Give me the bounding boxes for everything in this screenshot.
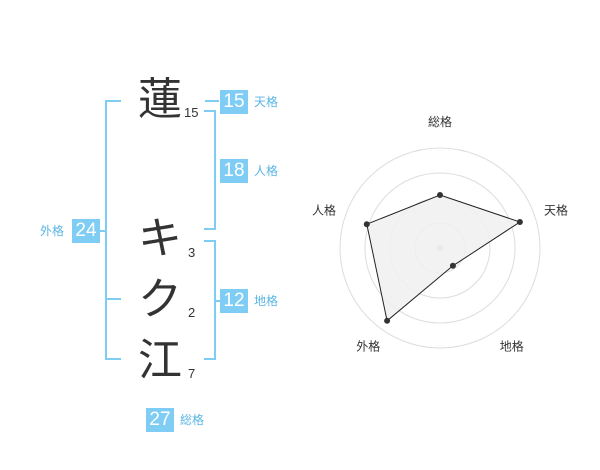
gaikaku-value: 24: [72, 219, 100, 243]
radar-point-2: [516, 219, 523, 226]
chikaku-value: 12: [220, 289, 248, 313]
soukaku-label: 総格: [180, 413, 205, 427]
radar-point-1: [437, 192, 443, 198]
radar-ring-4: [339, 147, 541, 349]
radar-point-4: [384, 317, 391, 324]
tenkaku-label: 天格: [254, 95, 279, 109]
name-char-1: 蓮: [138, 74, 182, 125]
tenkaku-value: 15: [220, 90, 248, 114]
radar-axis-label-3: 地格: [500, 339, 524, 354]
radar-series: [363, 192, 523, 324]
name-char-2: キ: [138, 213, 182, 264]
radar-axis-label-1: 総格: [428, 114, 452, 129]
radar-ring-3: [364, 172, 516, 324]
stroke-count-3: 2: [188, 305, 196, 320]
stroke-count-4: 7: [188, 366, 196, 381]
gaikaku-label: 外格: [40, 224, 65, 238]
radar-area: [366, 194, 522, 322]
radar-axis-label-4: 外格: [356, 339, 380, 354]
radar-axis-label-5: 人格: [312, 202, 336, 217]
stroke-count-2: 3: [188, 245, 196, 260]
name-char-4: 江: [138, 335, 182, 386]
soukaku-value: 27: [146, 408, 174, 432]
jinkaku-value: 18: [220, 159, 248, 183]
name-char-3: ク: [138, 274, 182, 325]
stroke-count-1: 15: [184, 105, 199, 120]
radar-axis-label-2: 天格: [544, 202, 568, 217]
jinkaku-label: 人格: [254, 164, 279, 178]
chikaku-label: 地格: [254, 294, 279, 308]
radar-point-5: [363, 221, 370, 228]
radar-point-3: [449, 262, 456, 269]
